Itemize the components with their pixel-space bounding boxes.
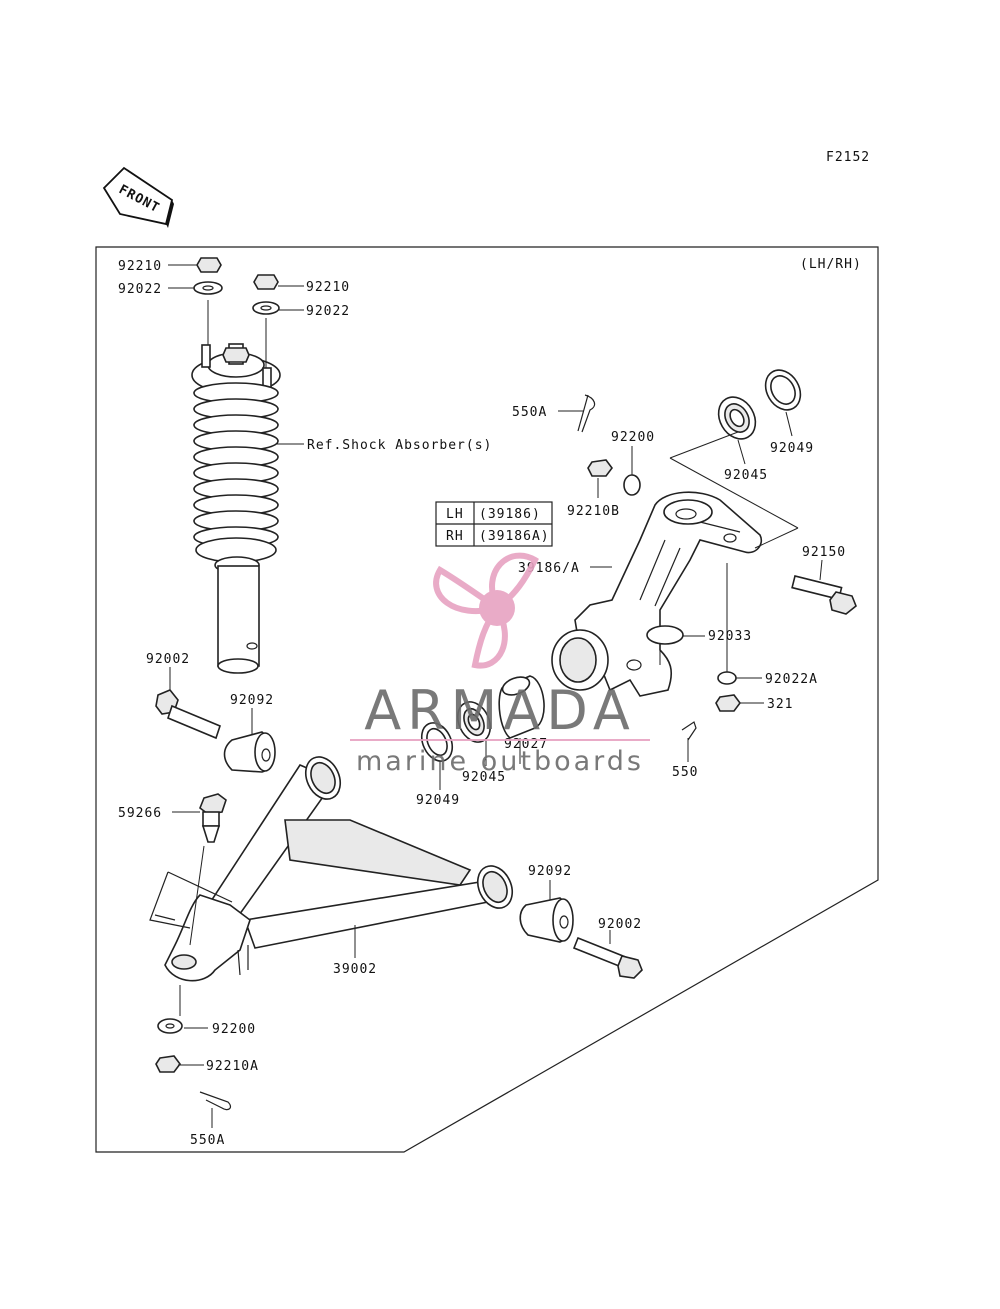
callout-92092-top: 92092	[230, 693, 274, 708]
callout-shock-ref: Ref.Shock Absorber(s)	[307, 438, 492, 453]
bushing-92092-bottom	[519, 897, 574, 943]
callout-92045-top: 92045	[724, 468, 768, 483]
callout-39002: 39002	[333, 962, 377, 977]
figure-code: F2152	[826, 150, 870, 165]
seal-92049-bottom	[420, 722, 454, 762]
callout-92210A: 92210A	[206, 1059, 259, 1074]
callout-92092-bottom: 92092	[528, 864, 572, 879]
cotter-pin-550	[681, 721, 697, 741]
sleeve-92027	[498, 675, 545, 739]
bushing-92092-top	[223, 731, 276, 773]
nut-321	[715, 694, 741, 712]
callout-92022A: 92022A	[765, 672, 818, 687]
callout-550A-bottom: 550A	[190, 1133, 225, 1148]
callout-321: 321	[767, 697, 793, 712]
lh-rh-table: LH (39186) RH (39186A)	[435, 501, 553, 547]
diagram-frame	[95, 246, 879, 1153]
callout-92022-right: 92022	[306, 304, 350, 319]
shock-absorber	[191, 257, 281, 674]
cotter-pin-550A-bottom	[199, 1091, 232, 1111]
table-row-lh-side: LH	[446, 507, 464, 522]
table-row-rh-part: (39186A)	[479, 529, 550, 544]
ball-joint-59266	[199, 793, 227, 843]
callout-92210B: 92210B	[567, 504, 620, 519]
callout-92200-bottom: 92200	[212, 1022, 256, 1037]
a-arm-39002	[149, 756, 514, 982]
washer-92022A	[717, 671, 737, 685]
washer-92200-bottom	[157, 1018, 183, 1034]
cotter-pin-550A-top	[577, 394, 596, 433]
bearing-92045-bottom	[456, 701, 492, 743]
watermark-name: ARMADA	[364, 679, 636, 742]
propeller-logo-icon	[433, 552, 539, 669]
callout-550A-top: 550A	[512, 405, 547, 420]
bolt-92002-bottom	[572, 936, 643, 979]
watermark: ARMADA marine outboards	[350, 552, 650, 777]
callout-92200-top: 92200	[611, 430, 655, 445]
washer-92200-top	[623, 474, 641, 496]
nut-92210B	[587, 459, 613, 477]
table-row-lh-part: (39186)	[479, 507, 541, 522]
bolt-92002-top	[155, 689, 221, 740]
callout-92049-top: 92049	[770, 441, 814, 456]
side-note: (LH/RH)	[800, 257, 862, 272]
seal-92049-top	[764, 369, 802, 411]
callout-92022-left: 92022	[118, 282, 162, 297]
callout-labels: 92210 92022 92210 92022 Ref.Shock Absorb…	[118, 259, 846, 1148]
callout-59266: 59266	[118, 806, 162, 821]
callout-92002-top: 92002	[146, 652, 190, 667]
knuckle-assembly	[551, 491, 763, 697]
front-arrow: FRONT	[102, 166, 174, 228]
callout-92210-left: 92210	[118, 259, 162, 274]
nut-92210A	[155, 1055, 181, 1073]
callout-92049-bottom: 92049	[416, 793, 460, 808]
callout-92033: 92033	[708, 629, 752, 644]
callout-92002-bottom: 92002	[598, 917, 642, 932]
bearing-92045-top	[717, 396, 757, 440]
callout-92150: 92150	[802, 545, 846, 560]
callout-550: 550	[672, 765, 698, 780]
table-row-rh-side: RH	[446, 529, 464, 544]
leader-lines	[168, 264, 823, 1128]
ring-92033	[646, 625, 684, 645]
callout-92045-bottom: 92045	[462, 770, 506, 785]
callout-92210-right: 92210	[306, 280, 350, 295]
watermark-tagline: marine outboards	[356, 746, 644, 777]
bolt-92150	[791, 575, 857, 615]
